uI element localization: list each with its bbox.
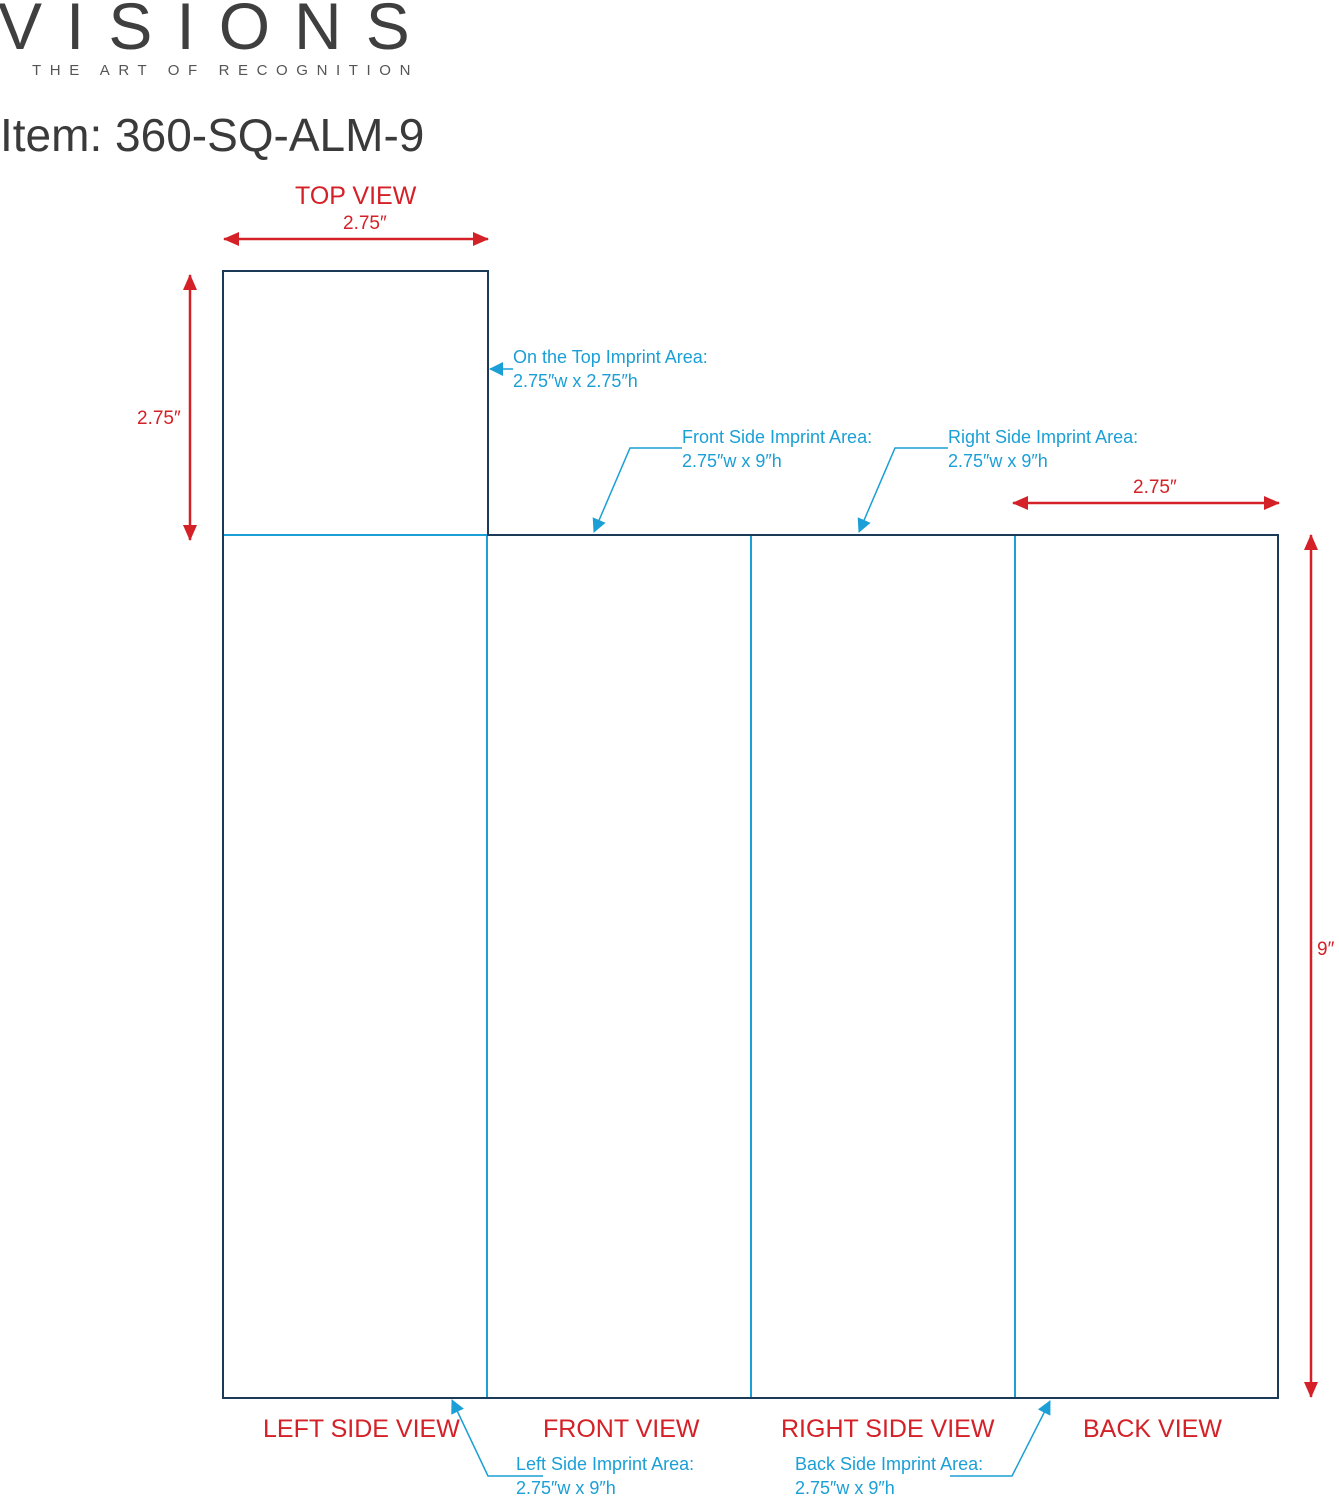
top-imprint-title: On the Top Imprint Area: xyxy=(513,347,708,367)
left-imprint-callout: Left Side Imprint Area: 2.75″w x 9″h xyxy=(516,1452,694,1500)
left-imprint-title: Left Side Imprint Area: xyxy=(516,1454,695,1474)
right-imprint-leader xyxy=(857,447,948,533)
top-view-panel xyxy=(222,270,489,536)
logo-tagline: THE ART OF RECOGNITION xyxy=(32,62,419,79)
back-imprint-callout: Back Side Imprint Area: 2.75″w x 9″h xyxy=(795,1452,983,1500)
back-imprint-size: 2.75″w x 9″h xyxy=(795,1478,895,1498)
left-imprint-leader xyxy=(451,1399,543,1477)
left-side-view-label: LEFT SIDE VIEW xyxy=(263,1415,460,1443)
panel-height-label: 9″ xyxy=(1317,939,1335,960)
panel-width-label: 2.75″ xyxy=(1133,477,1177,498)
back-imprint-leader xyxy=(950,1400,1051,1477)
front-imprint-callout: Front Side Imprint Area: 2.75″w x 9″h xyxy=(682,425,872,473)
left-imprint-size: 2.75″w x 9″h xyxy=(516,1478,616,1498)
right-side-view-label: RIGHT SIDE VIEW xyxy=(781,1415,995,1443)
right-imprint-size: 2.75″w x 9″h xyxy=(948,451,1048,471)
front-view-label: FRONT VIEW xyxy=(543,1415,700,1443)
right-imprint-title: Right Side Imprint Area: xyxy=(948,427,1139,447)
top-imprint-size: 2.75″w x 2.75″h xyxy=(513,371,638,391)
top-view-label: TOP VIEW xyxy=(295,182,417,210)
back-imprint-title: Back Side Imprint Area: xyxy=(795,1454,984,1474)
right-imprint-callout: Right Side Imprint Area: 2.75″w x 9″h xyxy=(948,425,1138,473)
front-imprint-title: Front Side Imprint Area: xyxy=(682,427,873,447)
top-height-label: 2.75″ xyxy=(137,408,181,429)
visions-logo: VISIONS xyxy=(0,0,434,63)
front-imprint-size: 2.75″w x 9″h xyxy=(682,451,782,471)
side-panels-outline xyxy=(222,534,1279,1399)
top-width-label: 2.75″ xyxy=(343,213,387,234)
front-imprint-leader xyxy=(592,447,682,533)
back-view-label: BACK VIEW xyxy=(1083,1415,1222,1443)
top-imprint-callout: On the Top Imprint Area: 2.75″w x 2.75″h xyxy=(513,345,708,393)
item-title: Item: 360-SQ-ALM-9 xyxy=(0,109,425,161)
